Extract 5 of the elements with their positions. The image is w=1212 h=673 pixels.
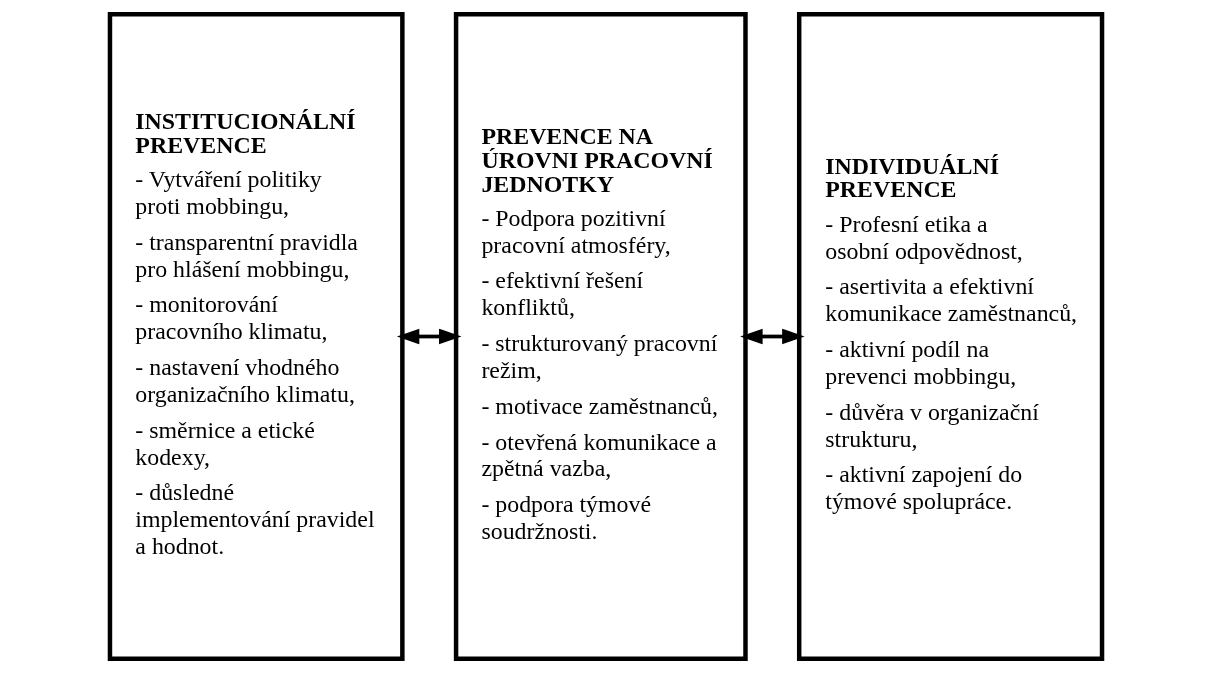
node-box: PREVENCE NA ÚROVNI PRACOVNÍ JEDNOTKY - Podpora pozitivní pracovní atmosféry, - efektivní řešení konfliktů, - strukturovaný pracovní režim, - motivace zaměstnanců, - otevřená komunikace a zpětná vazba, - podpora týmové soudržnosti. (453, 12, 748, 661)
node-box: INSTITUCIONÁLNÍ PREVENCE - Vytváření politiky proti mobbingu, - transparentní pravidla pro hlášení mobbingu, - monitorování pracovního klimatu, - nastavení vhodného organizačního klimatu, - směrnice a etické kodexy, - důsledné implementování pravidel a hodnot. (107, 12, 405, 661)
arrow (396, 328, 462, 345)
arrow (740, 328, 805, 345)
node-box: INDIVIDUÁLNÍ PREVENCE - Profesní etika a osobní odpovědnost, - asertivita a efektivní komunikace zaměstnanců, - aktivní podíl na prevenci mobbingu, - důvěra v organizační strukturu, - aktivní zapojení do týmové spolupráce. (796, 12, 1105, 661)
